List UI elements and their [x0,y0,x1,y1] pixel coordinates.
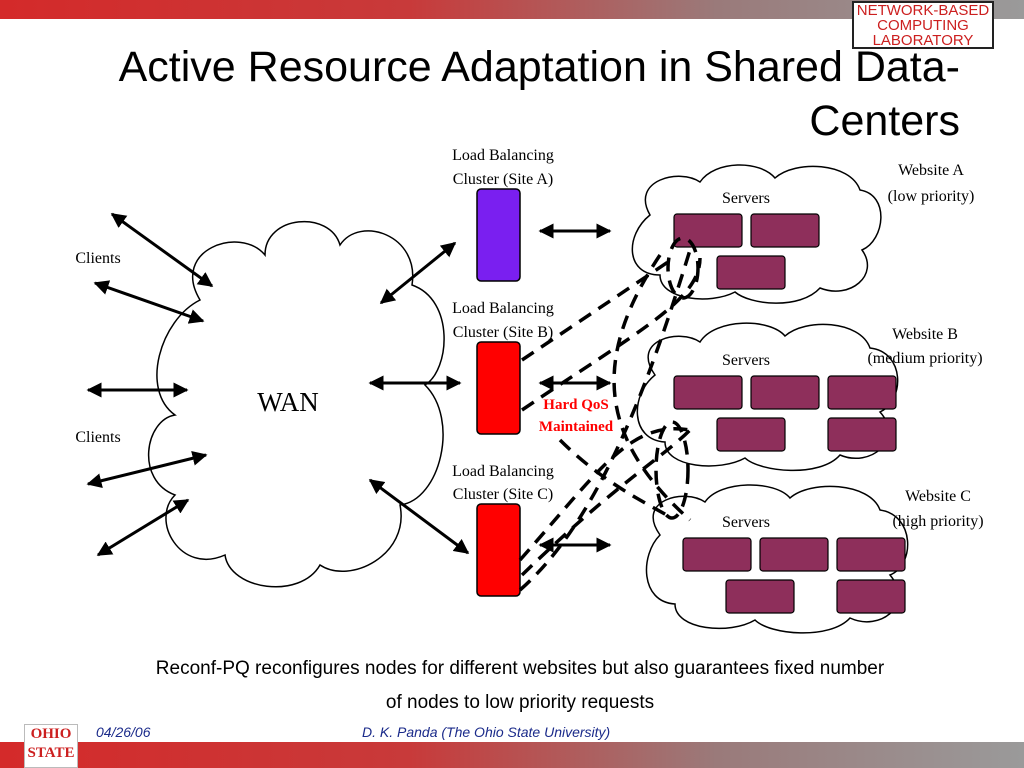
server-node [827,375,897,410]
caption-line-2: of nodes to low priority requests [385,692,655,713]
slide-title: Active Resource Adaptation in Shared Dat… [60,40,960,148]
reconfig-loop [654,420,690,520]
top-banner [0,0,1024,19]
ohio-state-logo: OHIO STATE [24,724,78,768]
server-node [682,537,752,572]
servers-label-c: Servers [722,514,770,531]
load-balancer-site-b [476,341,521,435]
wan-lb-arrow [379,241,457,305]
client-arrow [96,498,190,557]
reconfig-link [612,254,692,522]
server-node [750,213,820,248]
website-b-label-1: Website B [892,326,958,343]
clients-label-top: Clients [75,250,120,267]
reconfig-link [518,427,691,562]
server-node [673,375,743,410]
reconfig-link [558,438,673,520]
reconfig-link [521,257,702,412]
website-c-label-2: (high priority) [892,513,983,530]
logo-line-1: NETWORK-BASED [856,2,990,19]
reconfig-loop [666,236,700,300]
logo-line-3: LABORATORY [872,32,974,49]
clients-label-bottom: Clients [75,429,120,446]
website-c-label-1: Website C [905,488,971,505]
load-balancer-site-a [476,188,521,282]
server-node [836,537,906,572]
caption-line-1: Reconf-PQ reconfigures nodes for differe… [155,658,885,679]
reconfig-link [518,249,692,592]
website-a-label-1: Website A [898,162,964,179]
ohio-logo-line-1: OHIO [30,726,72,742]
load-balancer-site-c [476,503,521,597]
ohio-logo-line-2: STATE [27,745,75,761]
server-node [759,537,829,572]
server-node [725,579,795,614]
footer-author: D. K. Panda (The Ohio State University) [362,724,611,740]
client-arrow [110,212,214,288]
lb-a-label-1: Load Balancing [452,147,554,164]
client-arrow [93,280,205,324]
server-node [673,213,743,248]
servers-label-a: Servers [722,190,770,207]
website-b-label-2: (medium priority) [867,350,982,367]
reconfig-link [520,428,692,577]
wan-lb-arrow [368,478,470,555]
servers-label-b: Servers [722,352,770,369]
server-node [750,375,820,410]
client-arrow [86,450,208,489]
server-node [716,255,786,290]
server-node [836,579,906,614]
server-node [827,417,897,452]
qos-label-2: Maintained [539,419,614,435]
qos-label-1: Hard QoS [543,397,608,413]
lb-b-label-1: Load Balancing [452,300,554,317]
server-node [716,417,786,452]
title-line-2: Centers [809,97,960,145]
title-line-1: Active Resource Adaptation in Shared Dat… [118,43,960,91]
lb-b-label-2: Cluster (Site B) [453,324,553,341]
logo-line-2: COMPUTING [877,17,969,34]
lb-c-label-1: Load Balancing [452,463,554,480]
nbcl-logo: NETWORK-BASED COMPUTING LABORATORY [852,1,994,49]
wan-label: WAN [257,387,319,417]
website-a-label-2: (low priority) [888,188,975,205]
footer-banner [0,742,1024,768]
lb-c-label-2: Cluster (Site C) [453,486,553,503]
footer-date: 04/26/06 [96,724,151,740]
lb-a-label-2: Cluster (Site A) [453,171,553,188]
